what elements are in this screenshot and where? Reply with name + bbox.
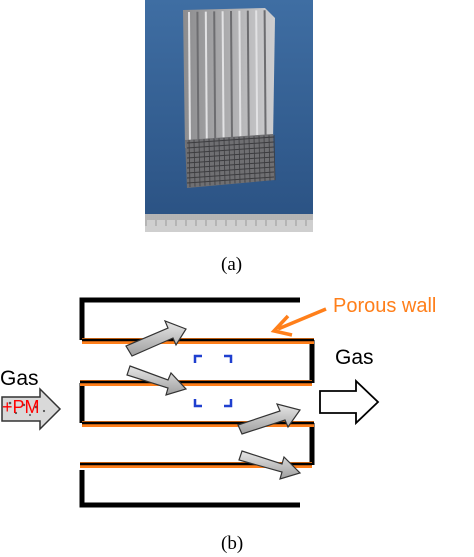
cell-column-line xyxy=(223,137,226,185)
ruler xyxy=(145,214,313,232)
channel-groove xyxy=(255,10,259,141)
bottom-outer-wall xyxy=(79,470,300,508)
flow-arrow-2 xyxy=(126,365,188,396)
outlet-gas-label: Gas xyxy=(335,346,374,369)
porous-wall-pointer xyxy=(270,307,327,337)
porous-wall-label: Porous wall xyxy=(333,295,436,317)
channel-structure xyxy=(79,297,315,508)
cell-column-line xyxy=(228,137,231,184)
top-outer-wall xyxy=(79,297,300,340)
channel-groove xyxy=(230,10,233,143)
channel-groove xyxy=(204,11,208,144)
channel-groove xyxy=(221,11,225,143)
porous-walls xyxy=(80,338,314,468)
flow-arrow-1 xyxy=(125,319,187,357)
channel-groove xyxy=(188,11,191,146)
cell-row-line xyxy=(186,176,275,184)
channel-groove xyxy=(213,11,217,144)
cell-column-line xyxy=(248,136,251,183)
block-end-face xyxy=(185,134,275,188)
channel-groove xyxy=(238,10,242,142)
flow-arrow-3 xyxy=(237,403,301,435)
cell-column-line xyxy=(273,134,276,181)
flow-arrows xyxy=(125,319,302,480)
inlet-gas-label: Gas xyxy=(0,367,39,390)
block-channels xyxy=(188,10,267,146)
block-cell-grid xyxy=(186,134,276,188)
cell-column-line xyxy=(213,138,216,186)
caption-a: (a) xyxy=(221,254,243,275)
cell-column-line xyxy=(208,138,211,186)
cell-column-line xyxy=(233,137,236,184)
cell-column-line xyxy=(243,136,246,183)
cell-column-line xyxy=(198,139,201,187)
detail-box xyxy=(193,354,233,408)
inlet-arrow xyxy=(1,387,62,431)
channel-groove xyxy=(246,10,250,141)
cell-column-line xyxy=(253,136,256,182)
outlet-arrow xyxy=(319,378,380,426)
pm-label: +PM xyxy=(2,397,40,417)
ruler-ticks xyxy=(145,214,313,226)
caption-b: (b) xyxy=(221,533,244,554)
cell-column-line xyxy=(188,139,191,188)
cell-column-line xyxy=(203,139,206,186)
cell-row-line xyxy=(186,136,275,144)
inlet-arrow-speckle xyxy=(8,401,46,416)
filter-photo xyxy=(145,0,313,232)
cell-column-line xyxy=(193,139,196,187)
cell-column-line xyxy=(238,136,241,184)
cell-column-line xyxy=(258,135,261,182)
channel-groove xyxy=(263,10,267,140)
channel-groove xyxy=(196,11,200,145)
flow-diagram: Gas +PM Gas Porous wall xyxy=(0,295,436,508)
cell-column-line xyxy=(268,135,271,181)
cell-column-line xyxy=(263,135,266,182)
cell-column-line xyxy=(218,138,221,185)
flow-arrow-4 xyxy=(238,450,302,480)
